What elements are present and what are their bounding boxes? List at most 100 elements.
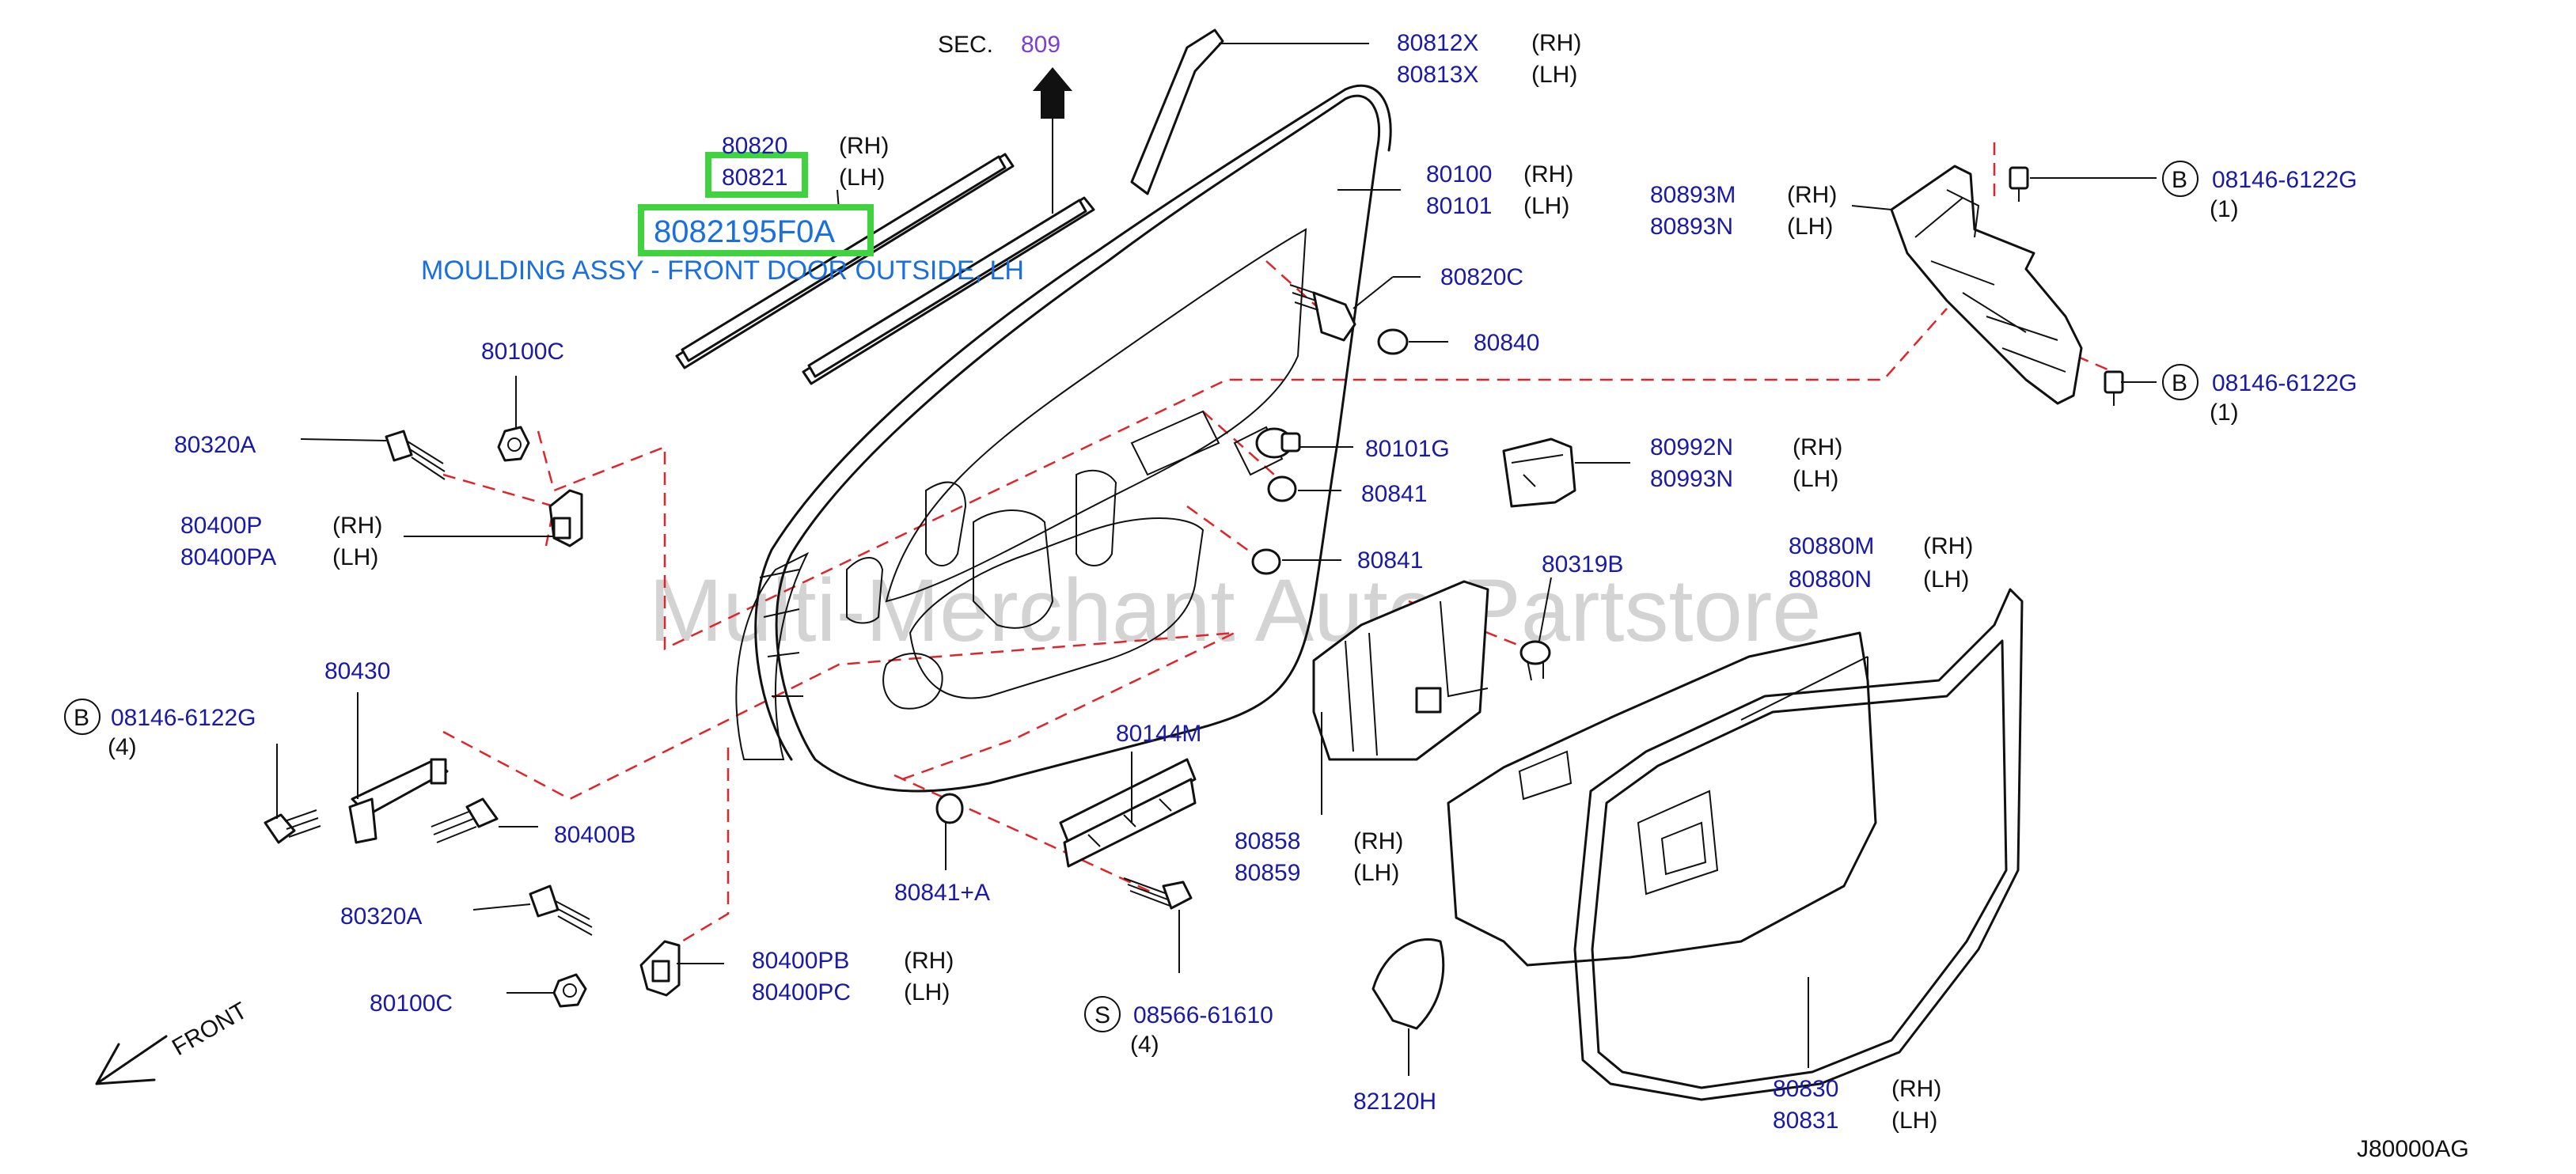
part-number-label[interactable]: 80831 [1773, 1108, 1838, 1134]
grommet-80840-illustration [1377, 328, 1409, 355]
quantity-label: (1) [2210, 196, 2239, 222]
part-number-label[interactable]: 80400PB [752, 948, 849, 974]
part-number-label[interactable]: 80144M [1116, 721, 1201, 747]
part-number-label[interactable]: 08146-6122G [2212, 370, 2358, 396]
corner-bracket-illustration [1890, 165, 2083, 405]
bolt-reference-b2: B 08146-6122G (1) [2162, 364, 2358, 426]
bolt-reference-b1: B 08146-6122G (1) [2162, 161, 2358, 222]
part-number-label[interactable]: 80100 [1426, 161, 1492, 187]
section-arrow [1033, 67, 1072, 214]
part-number-label[interactable]: 08146-6122G [111, 705, 256, 731]
diagram-code: J80000AG [2357, 1136, 2469, 1162]
part-number-label[interactable]: 80430 [324, 658, 390, 684]
part-number-label[interactable]: 80880M [1789, 533, 1874, 559]
side-label: (LH) [904, 979, 950, 1005]
part-number-label[interactable]: 80841+A [894, 880, 990, 906]
part-number-label[interactable]: 80319B [1542, 551, 1623, 578]
pocket-80858-illustration [1312, 580, 1489, 761]
section-number-link[interactable]: 809 [1021, 32, 1060, 58]
part-number-label[interactable]: 08146-6122G [2212, 167, 2358, 193]
side-label: (LH) [1923, 566, 1969, 593]
part-number-label[interactable]: 80100C [481, 339, 564, 365]
nut-80100C-upper-illustration [497, 426, 530, 462]
watermark-text: Multi-Merchant Auto Partstore [649, 561, 1821, 660]
part-number-label[interactable]: 80841 [1361, 481, 1427, 507]
bolt-symbol-letter: B [74, 705, 89, 731]
cover-82120H-illustration [1371, 938, 1445, 1030]
part-number-label[interactable]: 80101G [1365, 436, 1450, 462]
clip-80820C-illustration [1289, 284, 1356, 342]
section-label: SEC. [938, 32, 993, 58]
sash-cover-illustration [1130, 28, 1224, 195]
side-label: (LH) [1793, 466, 1838, 492]
part-number-label[interactable]: 80859 [1235, 860, 1300, 886]
leader-lines [276, 43, 2157, 1076]
part-number-label[interactable]: 80820 [722, 133, 787, 159]
plug-80841plusA-illustration [935, 793, 964, 824]
bolt-reference-s1: S 08566-61610 (4) [1084, 996, 1273, 1058]
part-number-label[interactable]: 80812X [1397, 30, 1478, 56]
door-shell-illustration [735, 84, 1392, 793]
bolt-symbol-letter: S [1095, 1002, 1110, 1028]
side-label: (LH) [1531, 62, 1577, 88]
part-number-label[interactable]: 80821 [722, 165, 787, 191]
part-number-label[interactable]: 80841 [1357, 547, 1423, 574]
side-label: (RH) [904, 948, 954, 974]
part-number-label[interactable]: 80893M [1650, 182, 1736, 208]
part-number-label[interactable]: 80830 [1773, 1076, 1838, 1102]
part-number-label[interactable]: 80400PA [180, 544, 276, 570]
part-number-label[interactable]: 80840 [1474, 330, 1539, 356]
part-number-label[interactable]: 80400PC [752, 979, 851, 1005]
side-label: (LH) [1523, 193, 1569, 219]
part-number-label[interactable]: 80101 [1426, 193, 1492, 219]
side-label: (LH) [839, 165, 885, 191]
part-number-label[interactable]: 80400B [554, 822, 635, 848]
door-trim-panel-illustration [1447, 631, 1877, 967]
plug-80101G-illustration [1255, 427, 1301, 459]
part-number-label[interactable]: 80858 [1235, 828, 1300, 854]
quantity-label: (4) [1130, 1032, 1159, 1058]
part-number-label[interactable]: 80320A [174, 432, 256, 458]
side-label: (RH) [1787, 182, 1837, 208]
part-number-label[interactable]: 08566-61610 [1133, 1002, 1273, 1028]
quantity-label: (4) [108, 734, 137, 760]
callout-labels: 80820 (RH) 80821 (LH) 80812X (RH) 80813X… [174, 30, 1973, 1134]
part-number-label[interactable]: 80880N [1789, 566, 1872, 593]
handle-bracket-illustration [1502, 437, 1576, 508]
bolt-symbol-circle [2162, 364, 2199, 400]
bolt-80320A-lower-illustration [529, 884, 593, 936]
side-label: (RH) [1891, 1076, 1941, 1102]
front-label: FRONT [168, 998, 252, 1061]
part-number-label[interactable]: 80400P [180, 513, 262, 539]
part-number-label[interactable]: 80820C [1440, 264, 1523, 290]
bracket-80144M-illustration [1059, 758, 1197, 868]
highlight-box-80821[interactable] [705, 152, 808, 198]
highlight-description: MOULDING ASSY - FRONT DOOR OUTSIDE, LH [421, 256, 1024, 286]
bolt-08146-left-illustration [264, 809, 321, 844]
highlight-box-part-number[interactable] [638, 204, 874, 256]
bolt-symbol-circle [64, 699, 101, 735]
bolt-symbol-letter: B [2172, 167, 2187, 193]
highlight-group[interactable]: 8082195F0A MOULDING ASSY - FRONT DOOR OU… [421, 152, 1024, 286]
part-number-label[interactable]: 80993N [1650, 466, 1733, 492]
part-number-label[interactable]: 80992N [1650, 434, 1733, 460]
part-number-label[interactable]: 80320A [340, 903, 422, 930]
side-label: (LH) [1891, 1108, 1937, 1134]
part-number-label[interactable]: 82120H [1353, 1089, 1436, 1115]
highlight-part-number[interactable]: 8082195F0A [654, 214, 835, 249]
part-number-label[interactable]: 80813X [1397, 62, 1478, 88]
bolt-symbol-circle [1084, 996, 1121, 1032]
side-label: (LH) [1353, 860, 1399, 886]
part-number-label[interactable]: 80100C [370, 990, 453, 1017]
bolt-symbol-letter: B [2172, 370, 2187, 396]
part-number-label[interactable]: 80893N [1650, 214, 1733, 240]
front-direction-arrow [95, 1035, 168, 1085]
quantity-label: (1) [2210, 400, 2239, 426]
bolt-80320A-upper-illustration [385, 430, 446, 480]
bracket-bolt-top [2009, 166, 2029, 202]
side-label: (RH) [839, 133, 889, 159]
bolt-80400B-illustration [431, 797, 499, 843]
plug-80841-b-illustration [1251, 548, 1281, 575]
side-label: (RH) [1923, 533, 1973, 559]
